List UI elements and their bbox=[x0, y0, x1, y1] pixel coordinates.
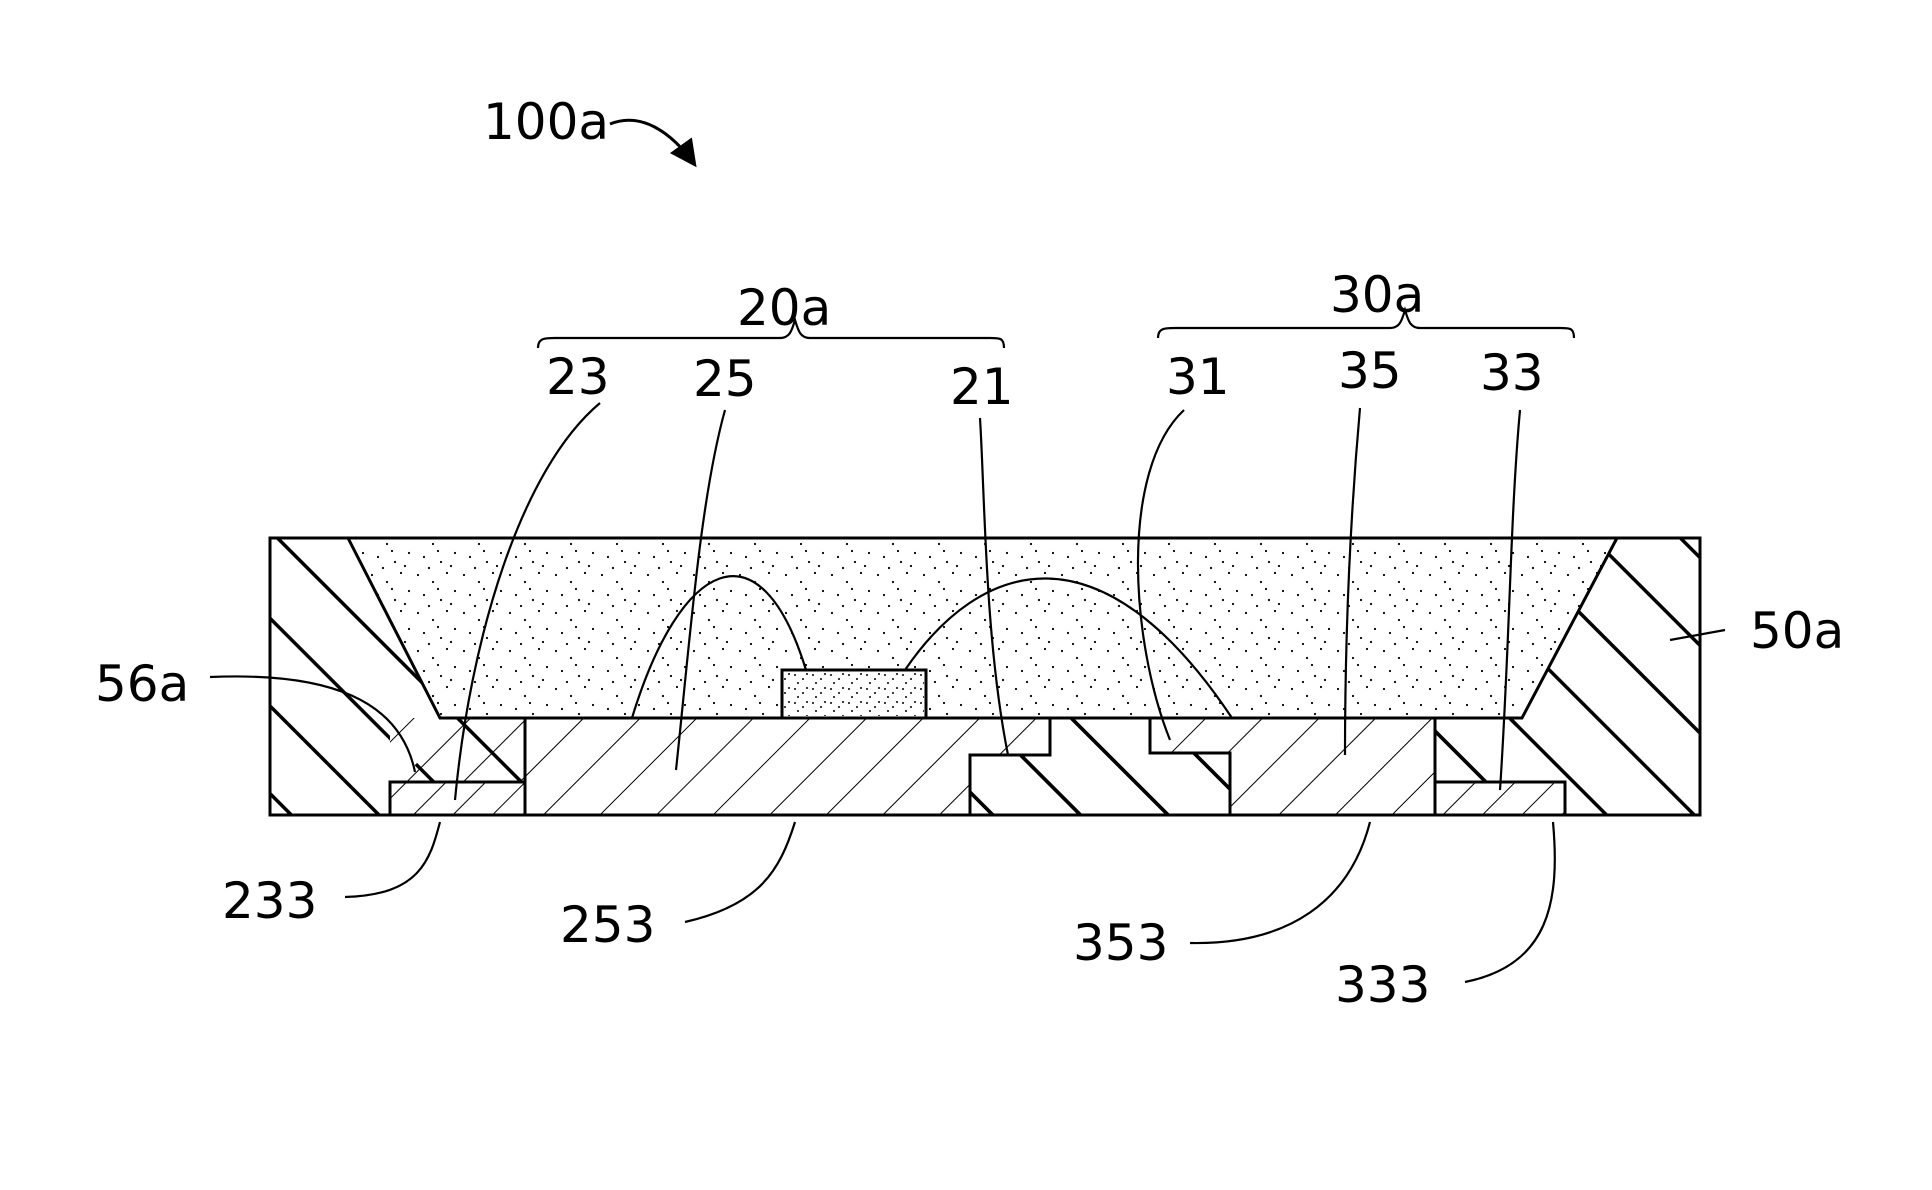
label-23: 23 bbox=[546, 348, 610, 406]
label-25: 25 bbox=[693, 350, 757, 408]
label-33: 33 bbox=[1480, 344, 1544, 402]
label-253: 253 bbox=[560, 896, 655, 954]
label-333: 333 bbox=[1335, 956, 1430, 1014]
label-31: 31 bbox=[1166, 348, 1230, 406]
label-50a: 50a bbox=[1750, 602, 1844, 660]
label-56a: 56a bbox=[95, 655, 189, 713]
label-21: 21 bbox=[950, 358, 1014, 416]
label-35: 35 bbox=[1338, 342, 1402, 400]
led-chip-stipple bbox=[784, 672, 924, 716]
label-233: 233 bbox=[222, 872, 317, 930]
label-30a: 30a bbox=[1330, 266, 1424, 324]
pad-233-hatch bbox=[390, 782, 525, 815]
figure-label-100a: 100a bbox=[483, 93, 609, 151]
label-20a: 20a bbox=[737, 279, 831, 337]
label-353: 353 bbox=[1073, 914, 1168, 972]
encapsulant-stipple bbox=[348, 538, 1617, 718]
